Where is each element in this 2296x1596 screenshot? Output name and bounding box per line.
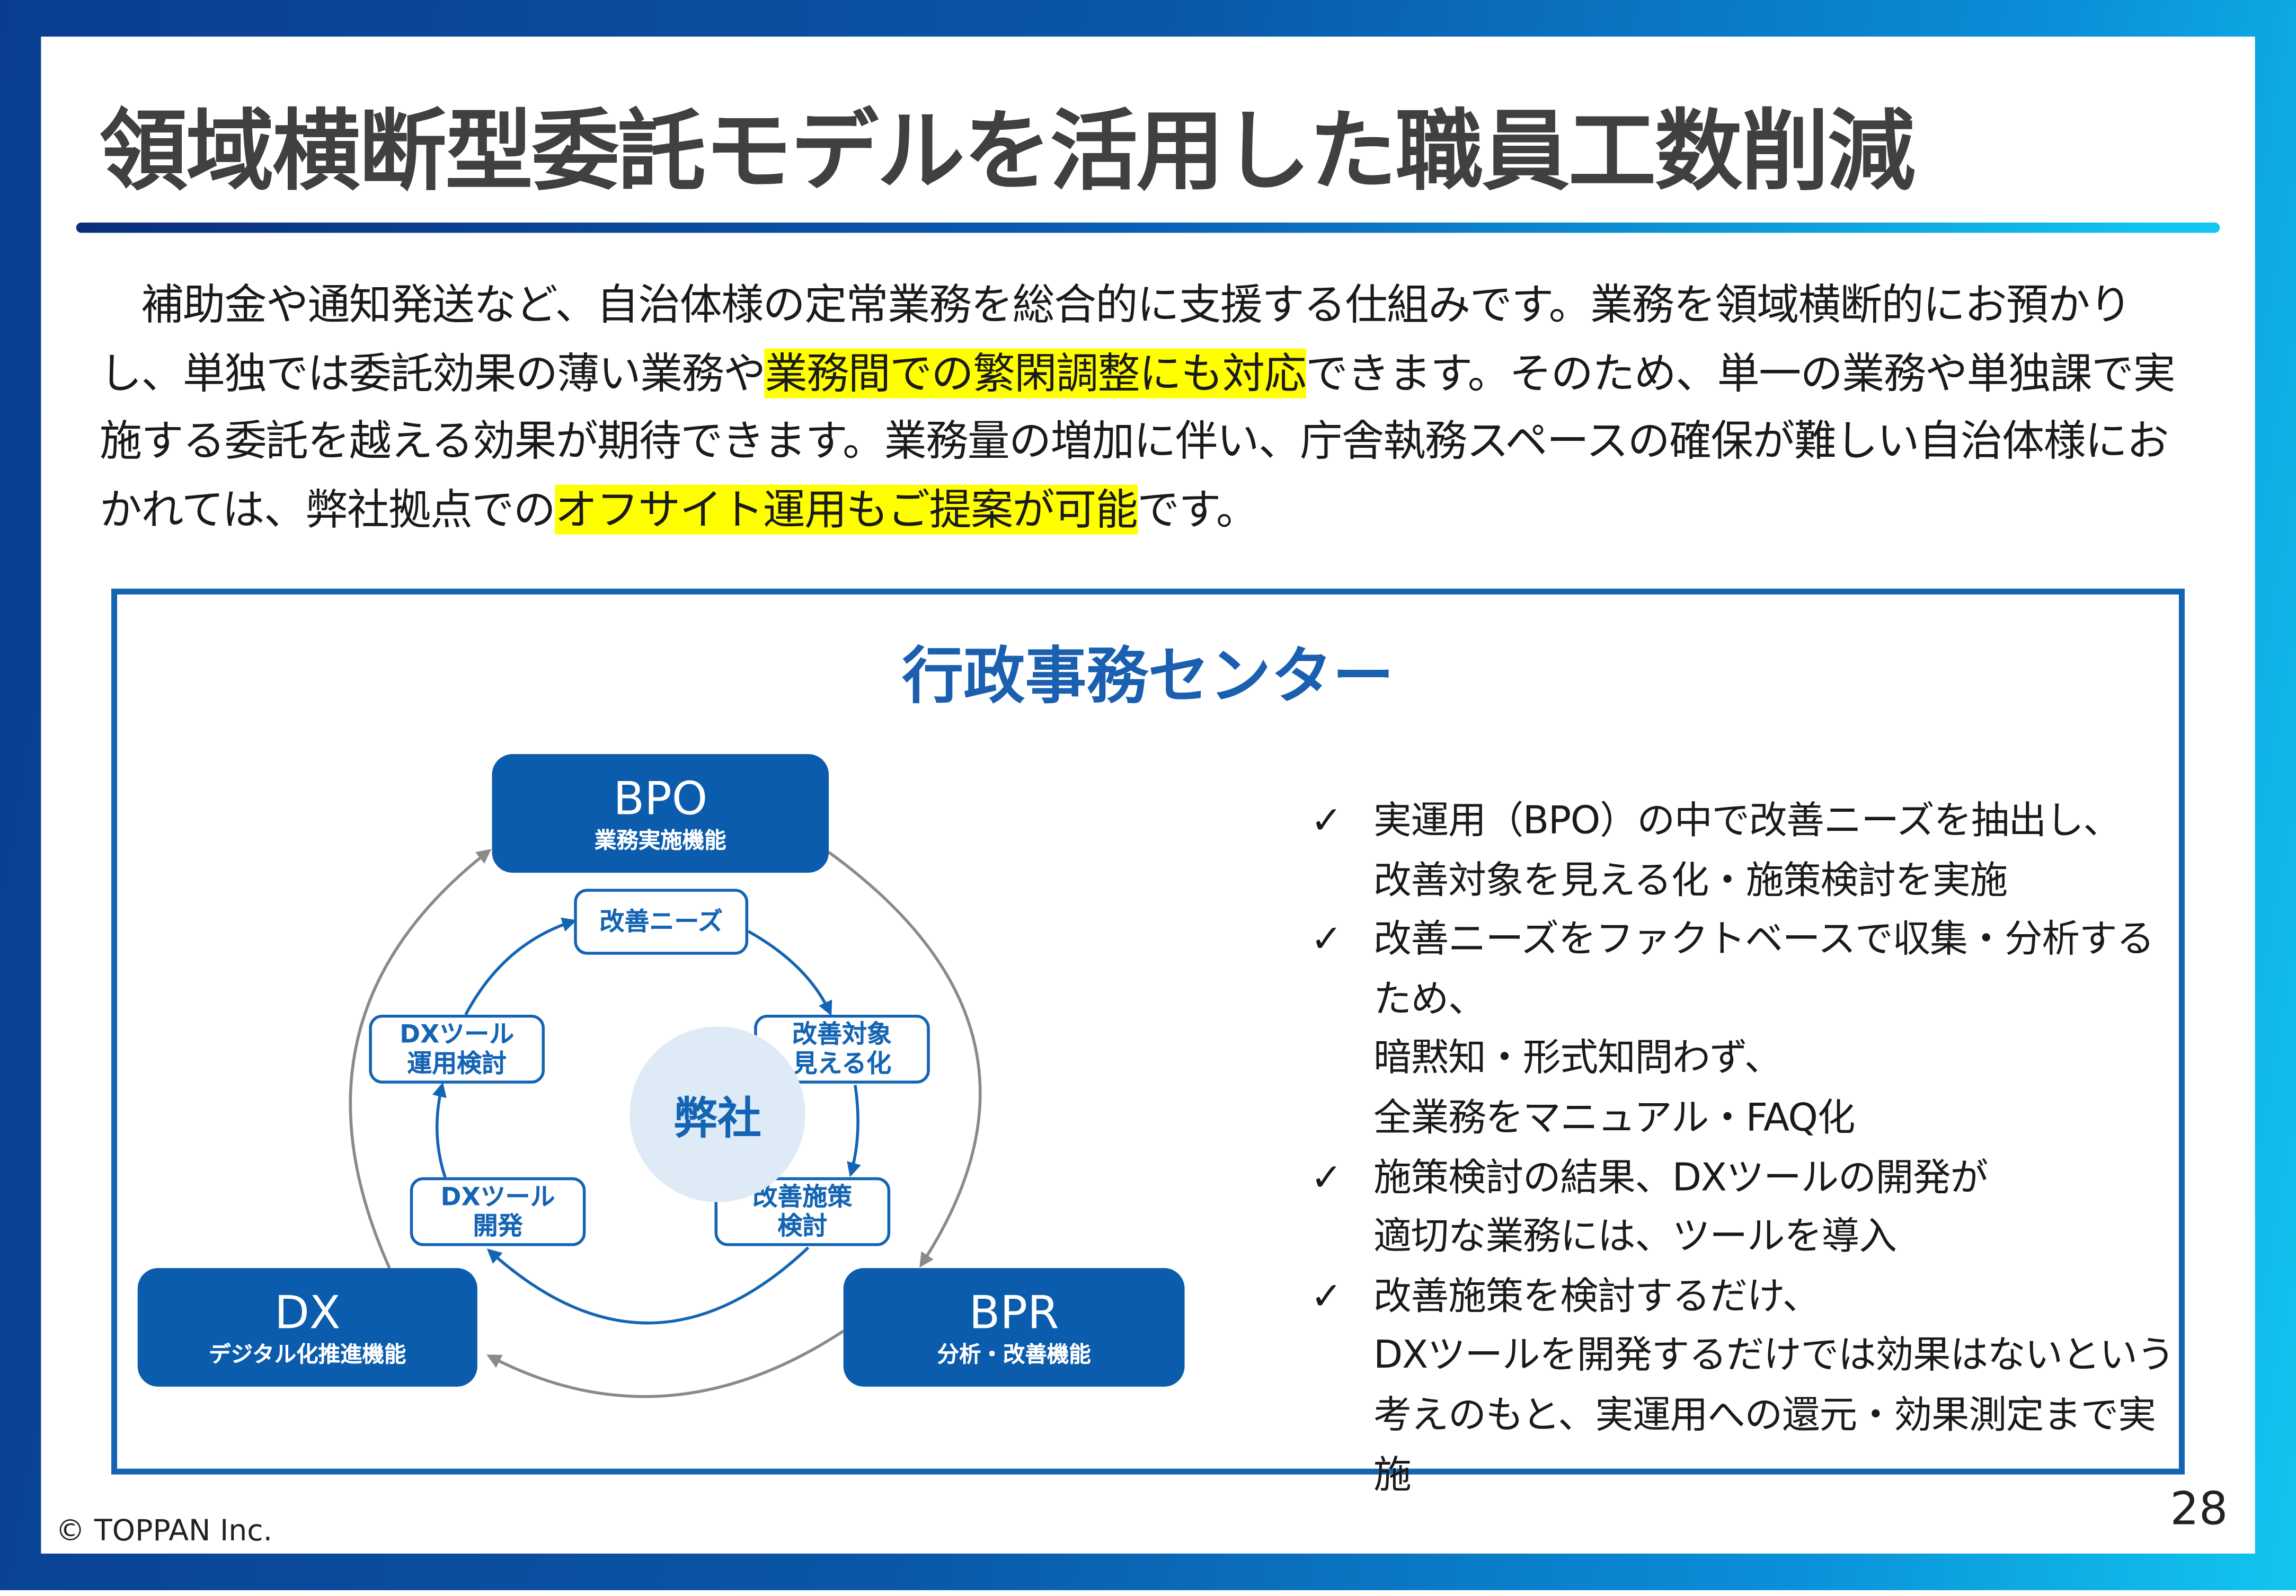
- inner-arrow-1: [747, 930, 832, 1016]
- core-label: 弊社: [673, 1094, 761, 1145]
- checklist-line: 適切な業務には、ツールを導入: [1373, 1216, 1897, 1260]
- inner-arrow-3: [486, 1246, 810, 1325]
- checklist-line: DXツールを開発するだけでは効果はないという: [1373, 1334, 2175, 1379]
- check-icon: ✓: [1310, 1275, 1342, 1319]
- step-label: DXツール: [400, 1019, 515, 1049]
- step-label: 改善ニーズ: [599, 907, 723, 937]
- step-label: 改善施策: [752, 1182, 853, 1212]
- step-label: 見える化: [792, 1049, 892, 1079]
- bpr-label: BPR: [969, 1287, 1059, 1340]
- cycle-arrows: [349, 849, 982, 1398]
- description-text: 補助金や通知発送など、自治体様の定常業務を総合的に支援する仕組みです。業務を領域…: [100, 271, 2208, 543]
- checklist-item: ✓ 改善ニーズをファクトベースで収集・分析するため、暗黙知・形式知問わず、全業務を…: [1310, 911, 2179, 1149]
- title-underline: [76, 223, 2220, 233]
- page-title: 領域横断型委託モデルを活用した職員工数削減: [99, 101, 1916, 204]
- slide-panel: 領域横断型委託モデルを活用した職員工数削減 補助金や通知発送など、自治体様の定常…: [41, 37, 2255, 1554]
- bpo-label: BPO: [613, 773, 708, 826]
- step-improvement-needs: 改善ニーズ: [574, 889, 749, 955]
- checklist-line: 改善対象を見える化・施策検討を実施: [1373, 858, 2008, 903]
- copyright: © TOPPAN Inc.: [56, 1512, 273, 1548]
- inner-arrow-2: [847, 1085, 861, 1177]
- checklist-line: 施策検討の結果、DXツールの開発が: [1373, 1156, 1988, 1200]
- bpo-sublabel: 業務実施機能: [594, 827, 726, 854]
- step-label: DXツール: [440, 1182, 555, 1212]
- body-text: です。: [1137, 484, 1258, 534]
- checklist: ✓実運用（BPO）の中で改善ニーズを抽出し、改善対象を見える化・施策検討を実施 …: [1310, 792, 2179, 1505]
- checklist-item: ✓ 改善施策を検討するだけ、 DXツールを開発するだけでは効果はないという考えのもと…: [1310, 1267, 2179, 1505]
- highlight-text: 業務間での繁閑調整にも対応: [765, 348, 1307, 398]
- checklist-line: 改善施策を検討するだけ、: [1373, 1275, 1820, 1319]
- dx-label: DX: [274, 1287, 341, 1340]
- checklist-line: 実運用（BPO）の中で改善ニーズを抽出し、: [1373, 799, 2121, 844]
- check-icon: ✓: [1310, 799, 1342, 844]
- step-dx-tool-operation: DXツール運用検討: [369, 1015, 545, 1084]
- checklist-item: ✓ 施策検討の結果、DXツールの開発が適切な業務には、ツールを導入: [1310, 1149, 2179, 1267]
- checklist-line: 改善ニーズをファクトベースで収集・分析するため、: [1373, 918, 2155, 1022]
- page-number: 28: [2170, 1483, 2228, 1536]
- checklist-line: 暗黙知・形式知問わず、: [1373, 1037, 1783, 1081]
- check-icon: ✓: [1310, 1156, 1342, 1200]
- checklist-line: 全業務をマニュアル・FAQ化: [1373, 1096, 1855, 1141]
- check-icon: ✓: [1310, 918, 1342, 963]
- outer-arrow-bpr-to-dx: [486, 1329, 845, 1398]
- checklist-item: ✓ 実運用（BPO）の中で改善ニーズを抽出し、改善対象を見える化・施策検討を実施: [1310, 792, 2179, 911]
- step-label: 検討: [777, 1211, 828, 1241]
- inner-arrow-5: [464, 917, 577, 1016]
- highlight-text: オフサイト運用もご提案が可能: [555, 484, 1138, 534]
- step-label: 運用検討: [407, 1049, 507, 1079]
- body-text: できます。そのため、単一の業務や単独課で実施する委託を越える効果が期待できます。…: [99, 348, 2176, 534]
- body-text: 補助金や通知発送など、自治体様の定常業務を総合的に支援する仕組みです。業務を領域…: [99, 279, 2132, 398]
- outer-arrow-dx-to-bpo: [349, 849, 492, 1269]
- dx-sublabel: デジタル化推進機能: [209, 1341, 406, 1368]
- step-label: 改善対象: [792, 1019, 892, 1049]
- diagram-title: 行政事務センター: [902, 640, 1394, 712]
- bpr-sublabel: 分析・改善機能: [937, 1341, 1091, 1368]
- checklist-line: 考えのもと、実運用への還元・効果測定まで実施: [1373, 1394, 2156, 1497]
- step-dx-tool-development: DXツール開発: [410, 1177, 586, 1246]
- step-label: 開発: [473, 1211, 523, 1241]
- inner-arrow-4: [432, 1082, 447, 1178]
- outer-arrow-bpo-to-bpr: [828, 851, 982, 1268]
- company-core-circle: 弊社: [630, 1026, 805, 1202]
